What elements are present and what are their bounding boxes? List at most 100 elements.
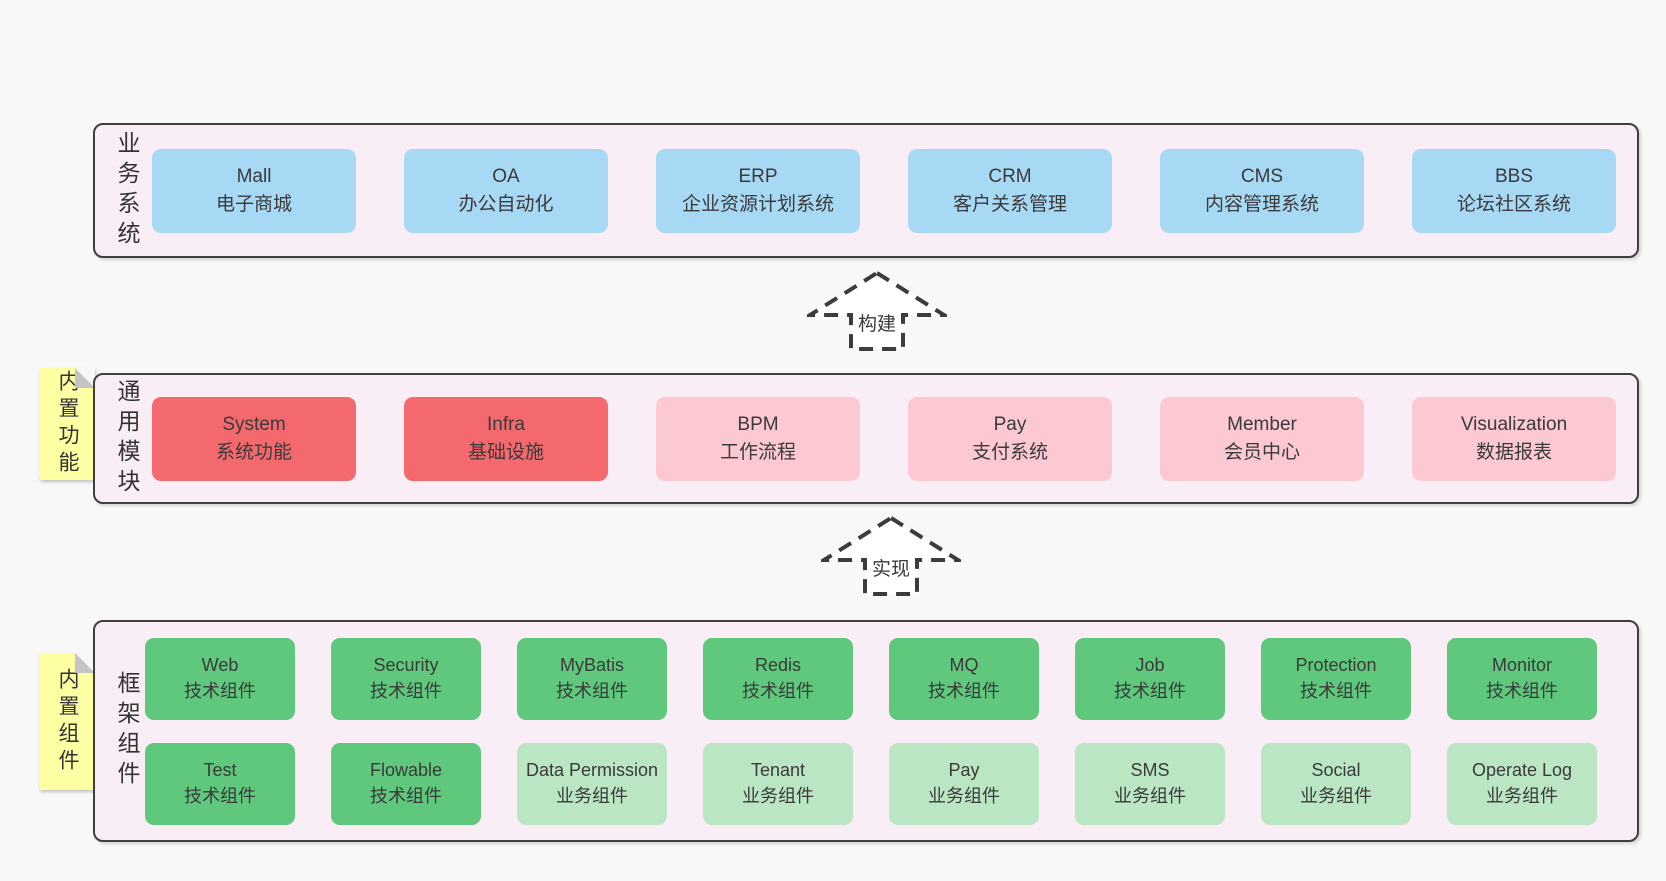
band-framework-components: 框架组件 Web 技术组件 Security 技术组件 MyBatis 技术组件…	[93, 620, 1639, 842]
box-protection-subtitle: 技术组件	[1300, 680, 1372, 701]
box-web: Web 技术组件	[145, 637, 295, 720]
box-bpm-title: BPM	[737, 413, 779, 435]
box-data-permission-title: Data Permission	[525, 760, 659, 781]
box-bpm: BPM 工作流程	[656, 396, 860, 481]
implement-arrow: 实现	[821, 515, 961, 597]
box-visualization-title: Visualization	[1460, 413, 1568, 435]
box-protection-title: Protection	[1295, 655, 1377, 676]
box-oa-title: OA	[492, 165, 520, 187]
box-test-subtitle: 技术组件	[184, 785, 256, 806]
box-web-title: Web	[201, 655, 239, 676]
box-pay-system-title: Pay	[993, 413, 1027, 435]
box-social-title: Social	[1311, 760, 1361, 781]
framework-components-row-2: Test 技术组件 Flowable 技术组件 Data Permission …	[145, 742, 1597, 825]
band-common-modules-content: System 系统功能 Infra 基础设施 BPM 工作流程 Pay 支付系统…	[152, 375, 1616, 502]
box-security-subtitle: 技术组件	[370, 680, 442, 701]
box-crm: CRM 客户关系管理	[908, 148, 1112, 233]
box-sms: SMS 业务组件	[1075, 742, 1225, 825]
box-member: Member 会员中心	[1160, 396, 1364, 481]
box-social-subtitle: 业务组件	[1300, 785, 1372, 806]
box-flowable-title: Flowable	[369, 760, 443, 781]
box-web-subtitle: 技术组件	[184, 680, 256, 701]
box-mall: Mall 电子商城	[152, 148, 356, 233]
box-operate-log: Operate Log 业务组件	[1447, 742, 1597, 825]
band-common-modules: 通用模块 System 系统功能 Infra 基础设施 BPM 工作流程 Pay…	[93, 373, 1639, 504]
box-tenant-title: Tenant	[750, 760, 806, 781]
box-job: Job 技术组件	[1075, 637, 1225, 720]
box-bbs-subtitle: 论坛社区系统	[1456, 193, 1571, 215]
box-erp: ERP 企业资源计划系统	[656, 148, 860, 233]
build-arrow: 构建	[807, 270, 947, 352]
box-cms: CMS 内容管理系统	[1160, 148, 1364, 233]
box-mybatis: MyBatis 技术组件	[517, 637, 667, 720]
box-pay-system: Pay 支付系统	[908, 396, 1112, 481]
box-bbs-title: BBS	[1494, 165, 1534, 187]
box-system: System 系统功能	[152, 396, 356, 481]
box-bpm-subtitle: 工作流程	[719, 441, 796, 463]
box-flowable: Flowable 技术组件	[331, 742, 481, 825]
box-mq: MQ 技术组件	[889, 637, 1039, 720]
box-mybatis-title: MyBatis	[559, 655, 624, 676]
box-mall-title: Mall	[236, 165, 272, 187]
box-test: Test 技术组件	[145, 742, 295, 825]
box-security: Security 技术组件	[331, 637, 481, 720]
box-social: Social 业务组件	[1261, 742, 1411, 825]
box-pay-system-subtitle: 支付系统	[971, 441, 1048, 463]
box-mq-subtitle: 技术组件	[928, 680, 1000, 701]
band-business-systems-label: 业务系统	[114, 130, 140, 251]
box-erp-subtitle: 企业资源计划系统	[681, 193, 834, 215]
sticky-note-built-in-features: 内置功能	[39, 368, 95, 480]
box-sms-subtitle: 业务组件	[1114, 785, 1186, 806]
box-operate-log-subtitle: 业务组件	[1486, 785, 1558, 806]
box-monitor-title: Monitor	[1491, 655, 1553, 676]
framework-components-row-1: Web 技术组件 Security 技术组件 MyBatis 技术组件 Redi…	[145, 637, 1597, 720]
band-common-modules-label: 通用模块	[114, 378, 140, 499]
band-business-systems-content: Mall 电子商城 OA 办公自动化 ERP 企业资源计划系统 CRM 客户关系…	[152, 125, 1616, 256]
box-cms-title: CMS	[1240, 165, 1284, 187]
box-member-subtitle: 会员中心	[1223, 441, 1300, 463]
box-oa-subtitle: 办公自动化	[458, 193, 554, 215]
implement-arrow-label: 实现	[868, 553, 914, 582]
box-visualization: Visualization 数据报表	[1412, 396, 1616, 481]
box-data-permission: Data Permission 业务组件	[517, 742, 667, 825]
box-sms-title: SMS	[1130, 760, 1170, 781]
box-bbs: BBS 论坛社区系统	[1412, 148, 1616, 233]
box-oa: OA 办公自动化	[404, 148, 608, 233]
band-framework-components-label: 框架组件	[114, 671, 140, 791]
band-framework-components-content: Web 技术组件 Security 技术组件 MyBatis 技术组件 Redi…	[145, 622, 1597, 840]
box-cms-subtitle: 内容管理系统	[1204, 193, 1319, 215]
box-erp-title: ERP	[738, 165, 778, 187]
box-pay-component: Pay 业务组件	[889, 742, 1039, 825]
box-monitor-subtitle: 技术组件	[1486, 680, 1558, 701]
box-operate-log-title: Operate Log	[1471, 760, 1573, 781]
box-tenant: Tenant 业务组件	[703, 742, 853, 825]
box-visualization-subtitle: 数据报表	[1475, 441, 1552, 463]
box-redis: Redis 技术组件	[703, 637, 853, 720]
box-mybatis-subtitle: 技术组件	[556, 680, 628, 701]
box-system-subtitle: 系统功能	[215, 441, 292, 463]
business-systems-row: Mall 电子商城 OA 办公自动化 ERP 企业资源计划系统 CRM 客户关系…	[152, 148, 1616, 233]
box-crm-title: CRM	[988, 165, 1032, 187]
box-protection: Protection 技术组件	[1261, 637, 1411, 720]
box-pay-component-subtitle: 业务组件	[928, 785, 1000, 806]
box-job-subtitle: 技术组件	[1114, 680, 1186, 701]
box-data-permission-subtitle: 业务组件	[556, 785, 628, 806]
box-tenant-subtitle: 业务组件	[742, 785, 814, 806]
box-crm-subtitle: 客户关系管理	[952, 193, 1067, 215]
box-test-title: Test	[203, 760, 237, 781]
box-monitor: Monitor 技术组件	[1447, 637, 1597, 720]
common-modules-row: System 系统功能 Infra 基础设施 BPM 工作流程 Pay 支付系统…	[152, 396, 1616, 481]
box-pay-component-title: Pay	[948, 760, 980, 781]
box-security-title: Security	[373, 655, 439, 676]
box-member-title: Member	[1227, 413, 1297, 435]
box-infra-subtitle: 基础设施	[467, 441, 544, 463]
box-redis-title: Redis	[754, 655, 802, 676]
band-business-systems: 业务系统 Mall 电子商城 OA 办公自动化 ERP 企业资源计划系统 CRM…	[93, 123, 1639, 258]
box-redis-subtitle: 技术组件	[742, 680, 814, 701]
sticky-note-built-in-components: 内置组件	[39, 653, 95, 790]
box-mall-subtitle: 电子商城	[215, 193, 292, 215]
box-infra-title: Infra	[486, 413, 526, 435]
box-job-title: Job	[1135, 655, 1165, 676]
build-arrow-label: 构建	[854, 308, 900, 337]
